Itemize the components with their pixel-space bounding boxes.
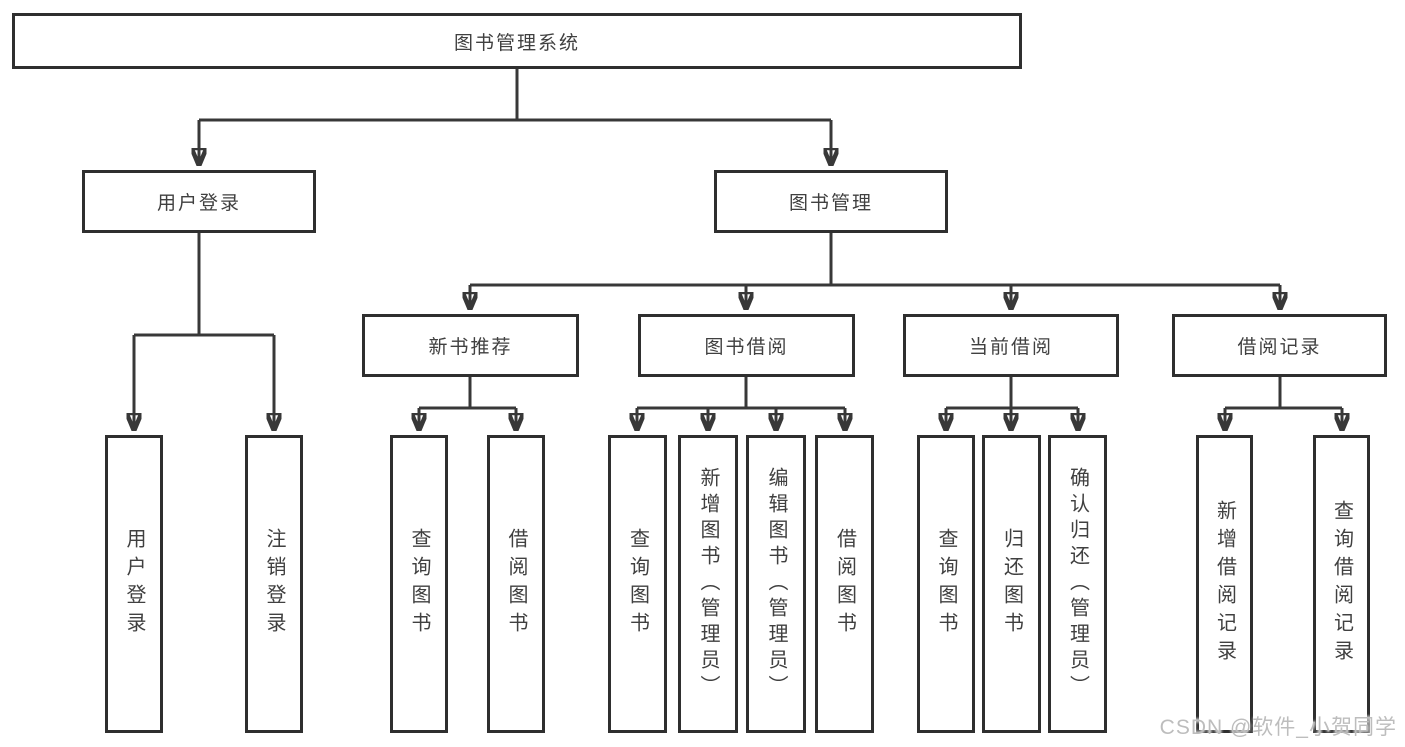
leaf-borrow-edit-book-admin: 编辑图书（管理员） (746, 435, 806, 733)
leaf-borrow-add-book-admin: 新增图书（管理员） (678, 435, 738, 733)
node-borrow-records: 借阅记录 (1172, 314, 1387, 377)
csdn-watermark: CSDN @软件_小贺同学 (1159, 716, 1397, 739)
leaf-records-query-record: 查询借阅记录 (1313, 435, 1370, 733)
node-book-borrow: 图书借阅 (638, 314, 855, 377)
leaf-user-login: 用户登录 (105, 435, 163, 733)
leaf-borrow-query-book: 查询图书 (608, 435, 667, 733)
node-book-management: 图书管理 (714, 170, 948, 233)
leaf-newbooks-query-book: 查询图书 (390, 435, 448, 733)
node-root-library-system: 图书管理系统 (12, 13, 1022, 69)
leaf-current-confirm-return-admin: 确认归还（管理员） (1048, 435, 1107, 733)
leaf-logout: 注销登录 (245, 435, 303, 733)
leaf-current-query-book: 查询图书 (917, 435, 975, 733)
leaf-newbooks-borrow-book: 借阅图书 (487, 435, 545, 733)
node-user-login: 用户登录 (82, 170, 316, 233)
node-new-book-recommend: 新书推荐 (362, 314, 579, 377)
leaf-borrow-borrow-book: 借阅图书 (815, 435, 874, 733)
leaf-records-add-record: 新增借阅记录 (1196, 435, 1253, 733)
leaf-current-return-book: 归还图书 (982, 435, 1041, 733)
node-current-borrow: 当前借阅 (903, 314, 1119, 377)
